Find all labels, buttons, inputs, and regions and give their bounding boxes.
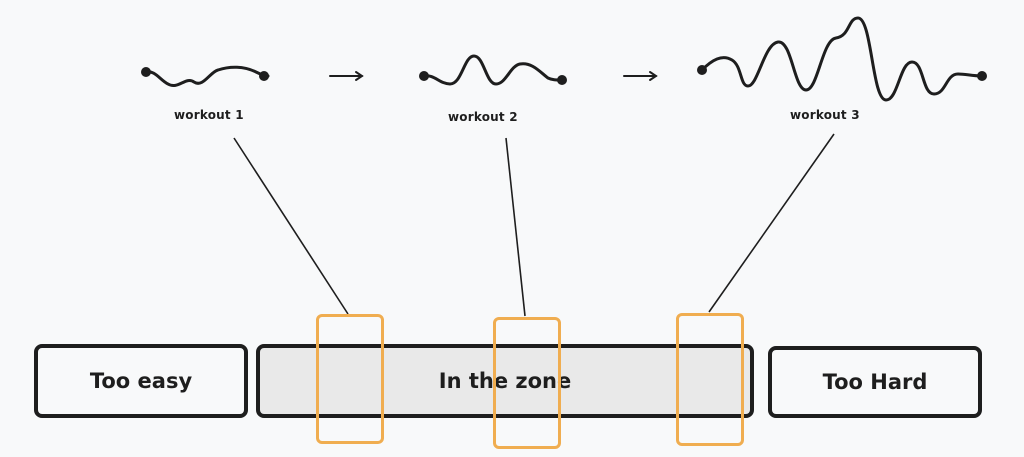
arrow-1 [329,71,364,81]
workout-2-label: workout 2 [448,110,518,124]
zone-in-the-zone: In the zone [256,344,754,418]
arrow-2 [623,71,658,81]
workout-3-label: workout 3 [790,108,860,122]
workout-1-wave [141,65,270,87]
workout-3-marker [676,313,744,446]
zone-too-easy: Too easy [34,344,248,418]
zone-too-hard: Too Hard [768,346,982,418]
workout-1-marker [316,314,384,444]
workout-1-label: workout 1 [174,108,244,122]
workout-3-wave [697,16,987,102]
connector-line-3 [708,133,835,313]
workout-2-marker [493,317,561,449]
connector-line-1 [233,137,349,315]
connector-line-2 [505,137,526,317]
workout-2-wave [419,54,567,86]
